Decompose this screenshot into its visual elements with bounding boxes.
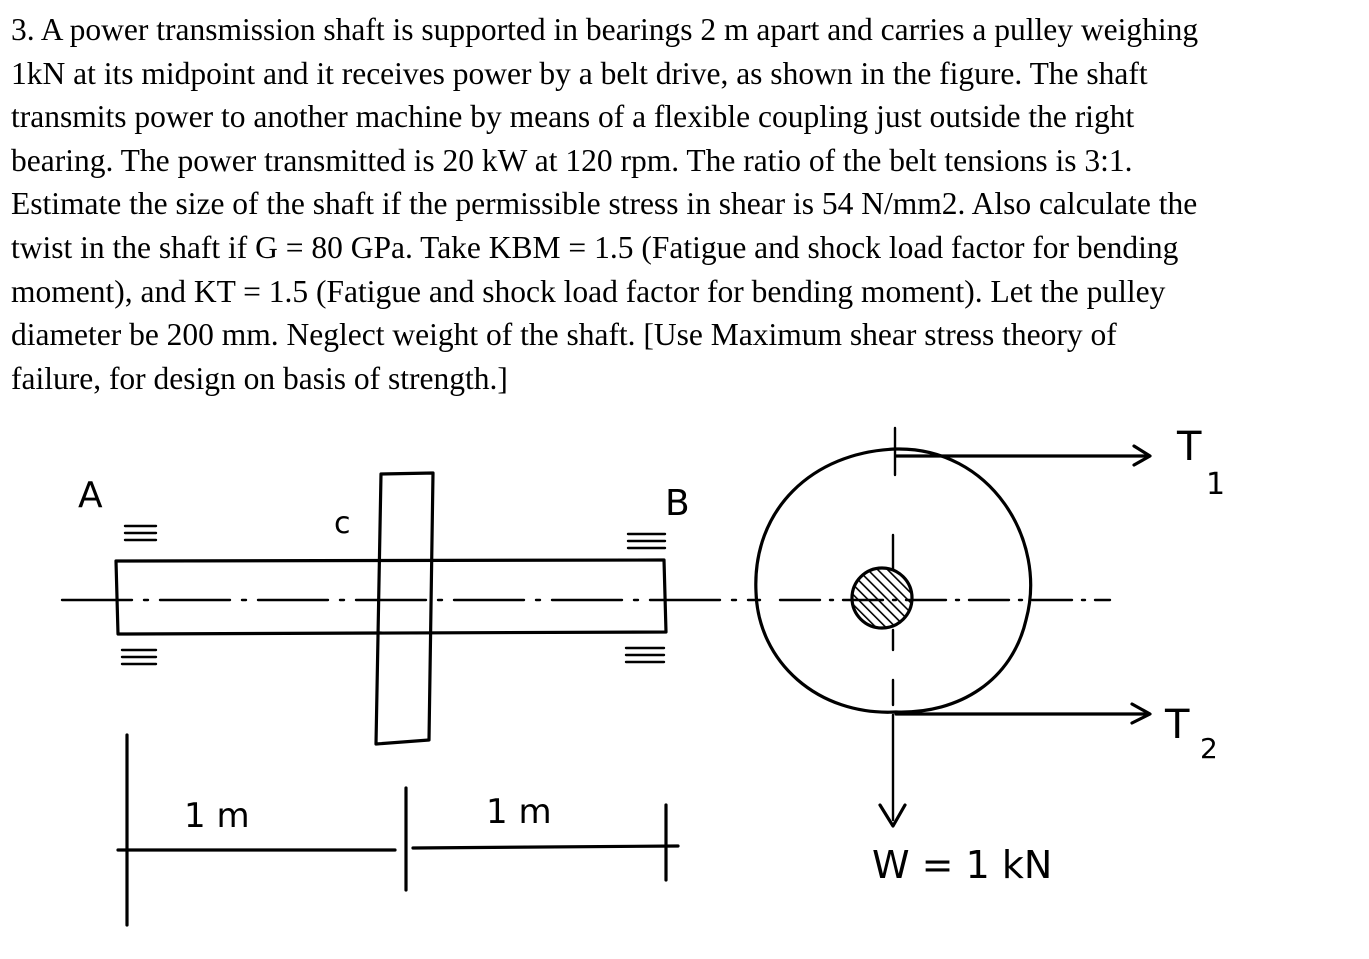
label-span-left: 1 m <box>184 796 250 836</box>
label-t1-subscript: 1 <box>1206 467 1225 502</box>
bearing-a <box>120 524 158 666</box>
shaft-figure: A c B T 1 T 2 W = 1 kN 1 m 1 m <box>60 424 1225 927</box>
tension-t1-arrow <box>894 444 1152 467</box>
problem-line: transmits power to another machine by me… <box>11 99 1135 135</box>
weight-arrow <box>878 713 907 828</box>
problem-line: twist in the shaft if G = 80 GPa. Take K… <box>11 229 1179 265</box>
label-pulley-c: c <box>334 506 351 541</box>
problem-line: failure, for design on basis of strength… <box>11 360 508 396</box>
label-t2-letter: T <box>1164 702 1190 748</box>
label-bearing-a: A <box>78 475 103 516</box>
label-t1-letter: T <box>1176 424 1202 470</box>
label-bearing-b: B <box>665 483 690 524</box>
problem-statement: 3. A power transmission shaft is support… <box>11 8 1361 400</box>
tension-t2-arrow <box>894 702 1152 725</box>
label-weight: W = 1 kN <box>872 843 1052 887</box>
label-t2: T 2 <box>1164 702 1218 765</box>
problem-line: diameter be 200 mm. Neglect weight of th… <box>11 317 1117 353</box>
problem-line: 1kN at its midpoint and it receives powe… <box>11 55 1148 91</box>
shaft-section <box>850 566 914 630</box>
dimension-lines <box>116 733 680 927</box>
problem-line: moment), and KT = 1.5 (Fatigue and shock… <box>11 273 1166 309</box>
pulley-end-view <box>754 426 1112 714</box>
bearing-b <box>624 532 667 664</box>
problem-line: bearing. The power transmitted is 20 kW … <box>11 142 1133 178</box>
problem-line: Estimate the size of the shaft if the pe… <box>11 186 1198 222</box>
pulley-side-view <box>374 471 435 746</box>
label-t1: T 1 <box>1176 424 1225 502</box>
label-span-right: 1 m <box>486 792 552 832</box>
label-t2-subscript: 2 <box>1200 732 1218 765</box>
shaft <box>114 558 668 636</box>
problem-line: 3. A power transmission shaft is support… <box>11 12 1199 47</box>
